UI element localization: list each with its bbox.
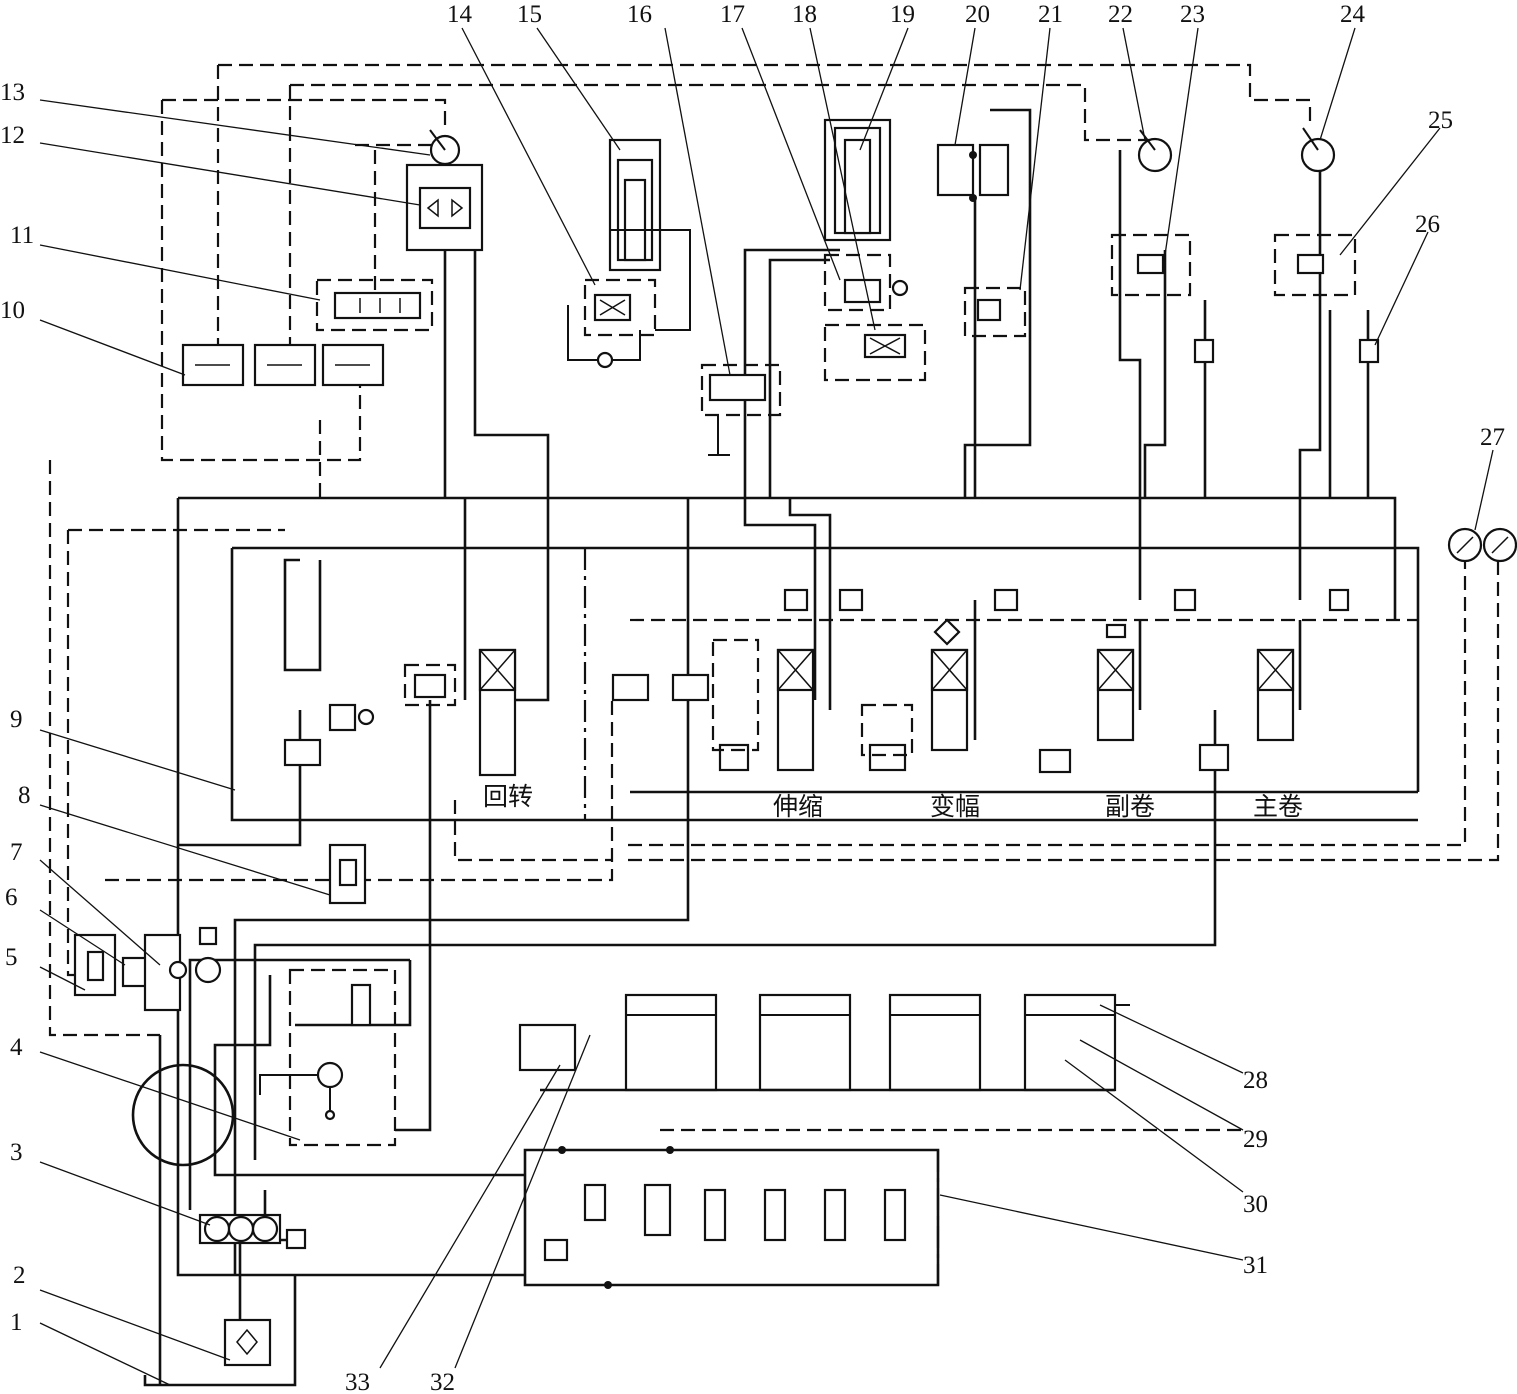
component-21-valve <box>963 286 1027 338</box>
callout-29: 29 <box>1243 1126 1268 1153</box>
component-8-valve <box>328 843 367 905</box>
callout-20: 20 <box>965 1 990 28</box>
callout-3: 3 <box>10 1139 23 1166</box>
component-22-aux-motor <box>1137 129 1173 173</box>
callout-26: 26 <box>1415 211 1440 238</box>
callout-17: 17 <box>720 1 745 28</box>
callout-15: 15 <box>517 1 542 28</box>
callout-18: 18 <box>792 1 817 28</box>
callout-19: 19 <box>890 1 915 28</box>
component-18-luffing-cylinder <box>823 118 892 242</box>
callout-24: 24 <box>1340 1 1366 28</box>
component-4-unloading-valve <box>259 968 397 1147</box>
section-labels: 回转 伸缩 变幅 副卷 主卷 <box>483 782 1303 821</box>
pilot-lines <box>48 63 1500 1132</box>
callout-28: 28 <box>1243 1067 1268 1094</box>
callout-25: 25 <box>1428 107 1453 134</box>
component-14-balance-valve <box>567 229 691 369</box>
callout-27: 27 <box>1480 424 1505 451</box>
section-label-main-hoist: 主卷 <box>1253 792 1303 821</box>
component-25-brake <box>1273 233 1380 364</box>
callout-22: 22 <box>1108 1 1133 28</box>
leader-lines <box>39 27 1494 1386</box>
section-label-slew: 回转 <box>483 782 533 811</box>
callout-6: 6 <box>5 884 18 911</box>
callout-31: 31 <box>1243 1252 1268 1279</box>
callout-11: 11 <box>10 222 34 249</box>
section-label-aux-hoist: 副卷 <box>1105 792 1155 821</box>
component-2-filter <box>223 1318 272 1367</box>
multiway-valve-block <box>283 588 1350 777</box>
callout-7: 7 <box>10 839 23 866</box>
callout-10: 10 <box>0 297 25 324</box>
callout-12: 12 <box>0 122 25 149</box>
callout-14: 14 <box>447 1 473 28</box>
component-5-6-7 <box>73 926 222 1012</box>
component-4-circle <box>131 1063 235 1167</box>
component-23-brake <box>1110 233 1215 364</box>
callout-16: 16 <box>627 1 652 28</box>
component-27-gauges <box>1447 527 1517 563</box>
component-3-pumps <box>198 1213 307 1250</box>
callout-32: 32 <box>430 1369 455 1394</box>
component-15-telescope-cylinder <box>608 138 662 272</box>
callout-1: 1 <box>10 1309 23 1336</box>
section-label-luffing: 变幅 <box>930 792 980 821</box>
callout-33: 33 <box>345 1369 370 1394</box>
component-11-valve <box>315 278 434 332</box>
callout-2: 2 <box>13 1262 26 1289</box>
pilot-control-valves <box>518 993 1130 1289</box>
component-20-cylinders <box>936 143 1010 202</box>
callout-5: 5 <box>5 944 18 971</box>
section-label-telescope: 伸缩 <box>773 792 823 821</box>
callout-8: 8 <box>18 782 31 809</box>
callout-23: 23 <box>1180 1 1205 28</box>
component-12-slew-motor <box>405 129 484 252</box>
callout-21: 21 <box>1038 1 1063 28</box>
component-16-valve <box>700 363 782 456</box>
component-17-19-valves <box>823 253 927 382</box>
callout-13: 13 <box>0 79 25 106</box>
component-24-main-motor <box>1300 127 1336 173</box>
callout-30: 30 <box>1243 1191 1268 1218</box>
component-10-solenoid-valves <box>181 343 385 387</box>
callout-4: 4 <box>10 1034 23 1061</box>
callout-9: 9 <box>10 706 23 733</box>
